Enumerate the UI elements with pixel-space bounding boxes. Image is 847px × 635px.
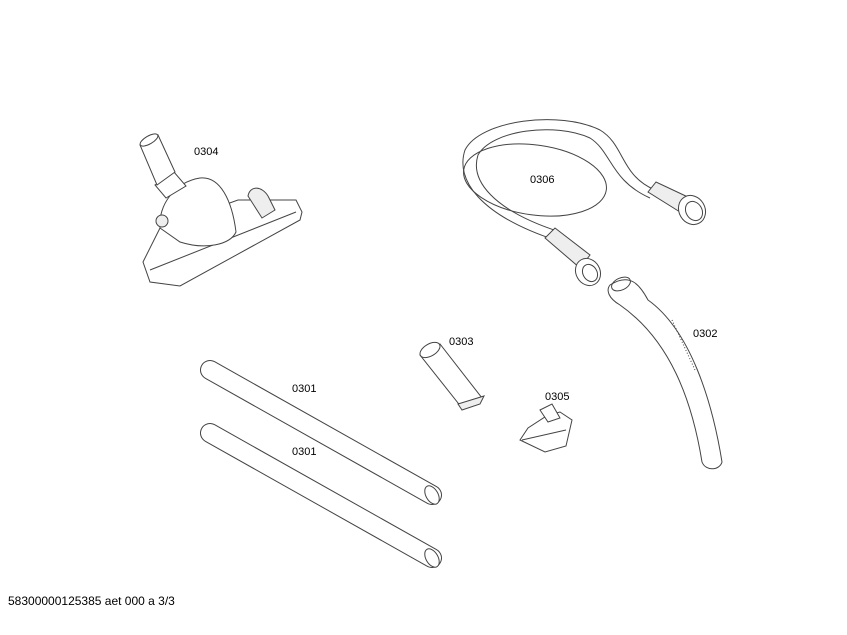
- part-label-0301-b: 0301: [292, 446, 317, 458]
- part-label-0305: 0305: [545, 391, 570, 403]
- part-label-0302: 0302: [693, 328, 718, 340]
- handle-part: [607, 276, 723, 470]
- tube-part-1: [200, 360, 442, 505]
- hose-part: [462, 119, 707, 287]
- part-label-0306: 0306: [530, 174, 555, 186]
- part-label-0303: 0303: [449, 336, 474, 348]
- floor-nozzle-part: [139, 133, 303, 287]
- part-label-0304: 0304: [194, 146, 219, 158]
- tube-part-2: [200, 423, 442, 568]
- document-reference: 58300000125385 aet 000 a 3/3: [8, 594, 175, 608]
- crevice-tool-part: [419, 341, 485, 411]
- upholstery-tool-part: [519, 403, 573, 453]
- part-label-0301-a: 0301: [292, 383, 317, 395]
